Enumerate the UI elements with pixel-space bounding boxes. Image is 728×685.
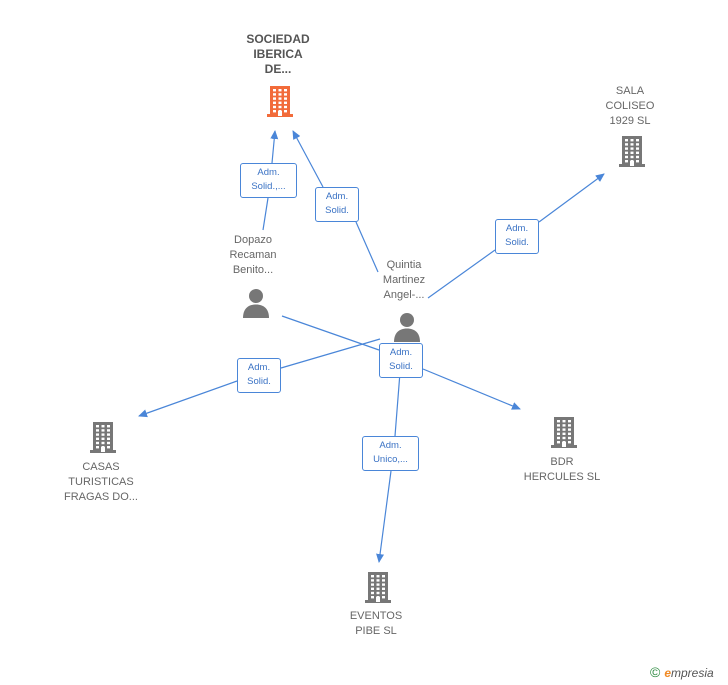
edge-dopazo-bdr xyxy=(281,315,520,409)
building-icon[interactable] xyxy=(264,84,296,118)
edge-dopazo-sociedad xyxy=(262,131,275,231)
building-icon[interactable] xyxy=(87,420,119,454)
edge-quintia-sala xyxy=(427,174,604,299)
edge-quintia-sociedad xyxy=(293,131,379,273)
edge-label-quintia-sociedad[interactable]: Adm. Solid. xyxy=(315,187,359,222)
building-icon[interactable] xyxy=(548,415,580,449)
empresia-watermark: ©empresia xyxy=(650,664,714,680)
edge-label-dopazo-bdr[interactable]: Adm. Solid. xyxy=(379,343,423,378)
company-label-casas[interactable]: CASAS TURISTICAS FRAGAS DO... xyxy=(64,461,138,503)
company-label-bdr[interactable]: BDR HERCULES SL xyxy=(523,456,601,483)
company-label-eventos[interactable]: EVENTOS PIBE SL xyxy=(349,610,403,637)
company-label-sala-coliseo[interactable]: SALA COLISEO 1929 SL xyxy=(605,85,655,127)
empresia-logo: empresia xyxy=(664,666,714,680)
building-icon[interactable] xyxy=(362,570,394,604)
person-label-dopazo[interactable]: Dopazo Recaman Benito... xyxy=(229,234,277,276)
edge-quintia-casas xyxy=(139,338,381,416)
person-icon[interactable] xyxy=(391,311,423,343)
person-label-quintia[interactable]: Quintia Martinez Angel-... xyxy=(382,259,426,301)
person-icon[interactable] xyxy=(240,287,272,319)
edge-label-quintia-eventos[interactable]: Adm. Unico,... xyxy=(362,436,419,471)
edge-label-dopazo-sociedad[interactable]: Adm. Solid.,... xyxy=(240,163,297,198)
edge-label-quintia-casas[interactable]: Adm. Solid. xyxy=(237,358,281,393)
building-icon[interactable] xyxy=(616,134,648,168)
copyright-icon: © xyxy=(650,664,661,680)
company-label-sociedad-iberica[interactable]: SOCIEDAD IBERICA DE... xyxy=(246,32,310,76)
edge-label-quintia-sala[interactable]: Adm. Solid. xyxy=(495,219,539,254)
